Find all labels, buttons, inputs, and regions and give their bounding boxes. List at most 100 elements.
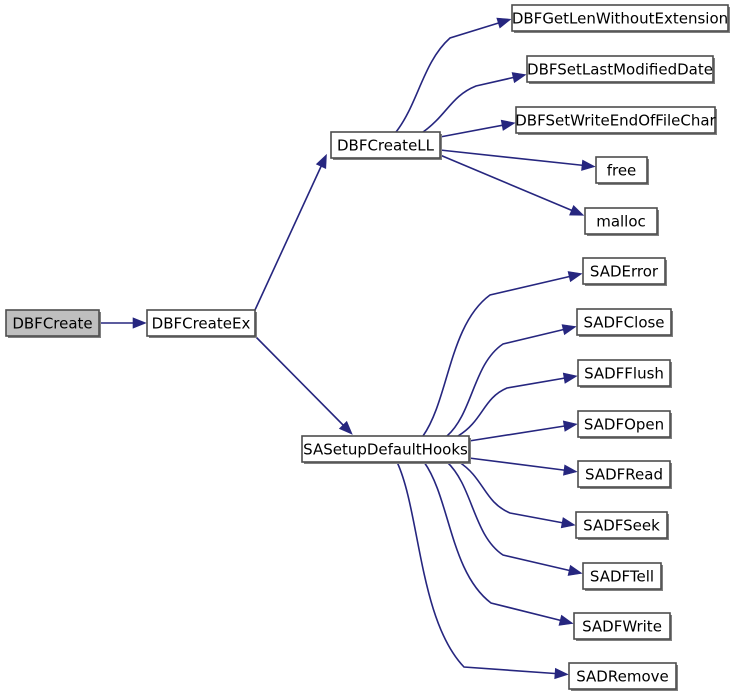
edge-layer <box>99 17 596 680</box>
arrow-head-icon <box>561 324 577 336</box>
edge-line <box>395 20 506 133</box>
node-SADFOpen[interactable]: SADFOpen <box>577 410 672 439</box>
node-SADError[interactable]: SADError <box>582 257 667 286</box>
arrow-head-icon <box>569 204 585 216</box>
arrow-head-icon <box>554 667 569 680</box>
edge-line <box>423 461 568 623</box>
edge-line <box>458 461 570 525</box>
node-box[interactable] <box>576 308 672 336</box>
arrow-head-icon <box>496 17 512 29</box>
edge-SASetupDefaultHooks-to-SADError <box>422 271 583 437</box>
node-DBFSetLastModifiedDate[interactable]: DBFSetLastModifiedDate <box>526 55 715 84</box>
edge-SASetupDefaultHooks-to-SADFFlush <box>457 372 578 437</box>
node-DBFGetLenWithoutExtension[interactable]: DBFGetLenWithoutExtension <box>511 4 730 33</box>
node-label: SADRemove <box>576 668 668 686</box>
edge-line <box>396 461 563 675</box>
node-label: SASetupDefaultHooks <box>303 441 468 459</box>
node-label: DBFCreateLL <box>337 137 435 155</box>
node-label: SADFOpen <box>584 416 664 434</box>
node-label: SADError <box>590 263 659 281</box>
node-box[interactable] <box>595 156 648 184</box>
node-box[interactable] <box>515 106 716 134</box>
edge-DBFCreateLL-to-free <box>439 149 596 171</box>
node-DBFCreateLL[interactable]: DBFCreateLL <box>330 131 442 160</box>
node-box[interactable] <box>526 55 714 83</box>
edge-SASetupDefaultHooks-to-SADFClose <box>446 324 577 437</box>
arrow-head-icon <box>315 153 327 169</box>
edge-SASetupDefaultHooks-to-SADRemove <box>396 461 569 680</box>
arrow-head-icon <box>581 159 596 171</box>
edge-SASetupDefaultHooks-to-SADFOpen <box>468 420 578 442</box>
node-SASetupDefaultHooks[interactable]: SASetupDefaultHooks <box>301 435 471 464</box>
arrow-head-icon <box>500 119 516 131</box>
edge-line <box>457 376 572 437</box>
node-box[interactable] <box>582 562 662 590</box>
node-free[interactable]: free <box>595 156 649 185</box>
node-label: DBFCreate <box>12 315 92 333</box>
node-label: SADFRead <box>585 466 663 484</box>
node-malloc[interactable]: malloc <box>584 207 659 236</box>
arrow-head-icon <box>338 420 353 435</box>
edge-line <box>254 335 349 431</box>
edge-SASetupDefaultHooks-to-SADFRead <box>468 457 578 476</box>
node-SADFWrite[interactable]: SADFWrite <box>573 612 672 641</box>
edge-DBFCreateLL-to-DBFSetLastModifiedDate <box>422 72 527 133</box>
edge-line <box>446 327 571 437</box>
node-DBFCreateEx[interactable]: DBFCreateEx <box>146 309 257 338</box>
arrow-head-icon <box>563 464 578 476</box>
node-box[interactable] <box>330 131 441 159</box>
edge-SASetupDefaultHooks-to-SADFTell <box>446 461 583 576</box>
node-box[interactable] <box>577 410 671 438</box>
node-label: SADFFlush <box>584 365 664 383</box>
edge-SASetupDefaultHooks-to-SADFSeek <box>458 461 576 529</box>
node-label: SADFWrite <box>582 618 662 636</box>
arrow-head-icon <box>560 517 576 529</box>
node-box[interactable] <box>582 257 666 285</box>
node-label: DBFGetLenWithoutExtension <box>512 10 728 28</box>
node-label: DBFSetWriteEndOfFileChar <box>515 112 716 130</box>
node-box[interactable] <box>584 207 658 235</box>
node-box[interactable] <box>575 511 668 539</box>
node-box[interactable] <box>146 309 256 337</box>
edge-line <box>422 274 577 437</box>
node-SADFTell[interactable]: SADFTell <box>582 562 663 591</box>
node-SADFRead[interactable]: SADFRead <box>577 460 672 489</box>
edge-DBFCreateLL-to-DBFGetLenWithoutExtension <box>395 17 512 133</box>
node-box[interactable] <box>577 460 671 488</box>
node-SADFSeek[interactable]: SADFSeek <box>575 511 669 540</box>
node-label: DBFCreateEx <box>152 315 251 333</box>
node-box[interactable] <box>568 662 677 690</box>
node-box[interactable] <box>511 4 729 32</box>
node-SADFFlush[interactable]: SADFFlush <box>577 359 672 388</box>
node-DBFSetWriteEndOfFileChar[interactable]: DBFSetWriteEndOfFileChar <box>515 106 717 135</box>
edge-SASetupDefaultHooks-to-SADFWrite <box>423 461 574 626</box>
edge-DBFCreateEx-to-SASetupDefaultHooks <box>254 335 353 435</box>
edge-line <box>439 154 579 214</box>
arrow-head-icon <box>558 614 574 626</box>
node-label: DBFSetLastModifiedDate <box>527 61 713 79</box>
edge-DBFCreateEx-to-DBFCreateLL <box>254 153 327 311</box>
edge-line <box>468 424 572 442</box>
node-label: malloc <box>596 213 646 231</box>
node-box[interactable] <box>573 612 671 640</box>
node-box[interactable] <box>5 309 100 337</box>
node-layer: DBFCreate DBFCreateEx DBFCreateLL DBFGetLen… <box>5 4 730 691</box>
node-label: SADFTell <box>590 568 654 586</box>
edge-line <box>439 149 590 167</box>
node-SADFClose[interactable]: SADFClose <box>576 308 673 337</box>
node-SADRemove[interactable]: SADRemove <box>568 662 678 691</box>
edge-DBFCreateLL-to-DBFSetWriteEndOfFileChar <box>439 119 516 138</box>
node-DBFCreate[interactable]: DBFCreate <box>5 309 101 338</box>
node-label: SADFClose <box>583 314 664 332</box>
arrow-head-icon <box>567 271 583 283</box>
edge-DBFCreate-to-DBFCreateEx <box>99 317 147 329</box>
node-label: free <box>607 162 637 180</box>
edge-line <box>468 457 572 472</box>
node-box[interactable] <box>301 435 470 463</box>
arrow-head-icon <box>132 317 147 329</box>
node-label: SADFSeek <box>583 517 660 535</box>
edge-line <box>446 461 577 573</box>
node-box[interactable] <box>577 359 671 387</box>
